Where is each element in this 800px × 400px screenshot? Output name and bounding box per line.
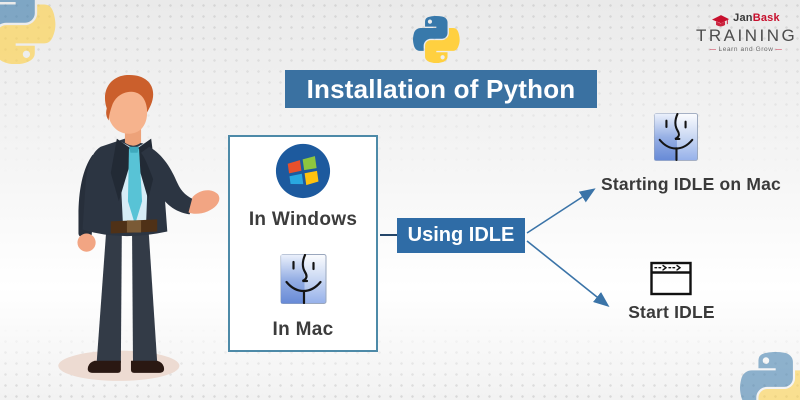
- branch-label-mac: Starting IDLE on Mac: [601, 174, 781, 194]
- mac-finder-icon: [654, 112, 698, 162]
- brand-name-jan: Jan: [733, 12, 753, 24]
- brand-logo: JanBask TRAINING Learn and Grow: [696, 12, 796, 53]
- branch-label-idle: Start IDLE: [628, 302, 715, 322]
- brand-tagline: Learn and Grow: [696, 46, 796, 53]
- arrow-to-mac-branch: [526, 188, 596, 234]
- python-logo-icon: [740, 352, 800, 400]
- brand-training-text: TRAINING: [696, 26, 798, 45]
- terminal-window-icon: [650, 261, 692, 296]
- branch-arrows: [526, 188, 610, 307]
- windows-logo-icon: [275, 143, 331, 199]
- mac-finder-icon: [279, 254, 327, 304]
- python-logo-icon: [0, 0, 56, 64]
- os-label-mac: In Mac: [272, 319, 334, 340]
- brand-name-bask: Bask: [752, 12, 780, 24]
- graduation-cap-icon: [712, 15, 730, 27]
- os-label-windows: In Windows: [248, 209, 358, 230]
- using-idle-node: Using IDLE: [397, 218, 525, 253]
- python-logo-icon: [413, 16, 460, 63]
- os-choice-box: In Windows In Mac: [228, 135, 378, 352]
- connector-line: [380, 234, 397, 236]
- businessman-illustration: [58, 74, 220, 381]
- arrow-to-idle-branch: [526, 240, 610, 307]
- brand-name: JanBask: [733, 12, 780, 24]
- page-title: Installation of Python: [285, 70, 597, 108]
